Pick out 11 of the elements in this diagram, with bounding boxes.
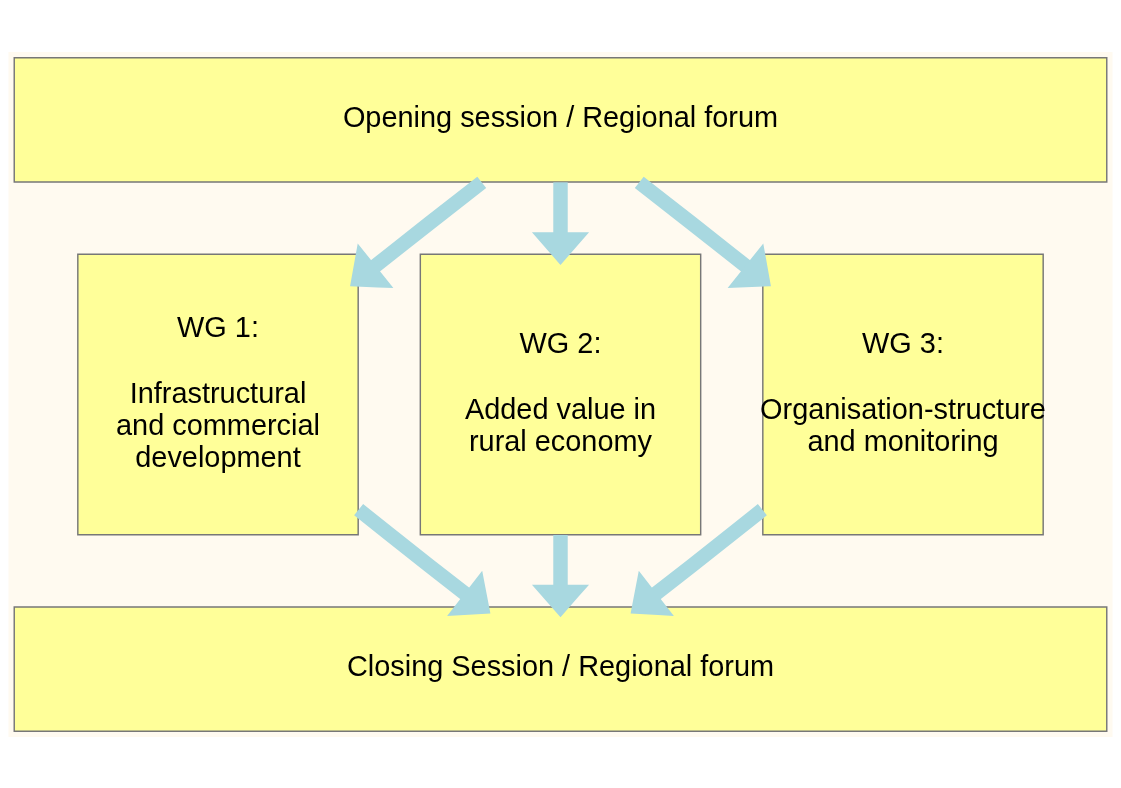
arrow [634,176,771,288]
node-box: WG 3: Organisation-structure and monitoring [762,253,1044,535]
arrow [531,534,590,617]
node-box: Opening session / Regional forum [13,56,1108,183]
node-box: WG 1: Infrastructural and commercial development [77,253,359,535]
node-box: WG 2: Added value in rural economy [419,253,702,535]
node-box: Closing Session / Regional forum [13,605,1108,732]
arrow [354,503,491,616]
arrow [630,503,767,616]
arrow [531,181,590,265]
arrow [350,176,487,288]
